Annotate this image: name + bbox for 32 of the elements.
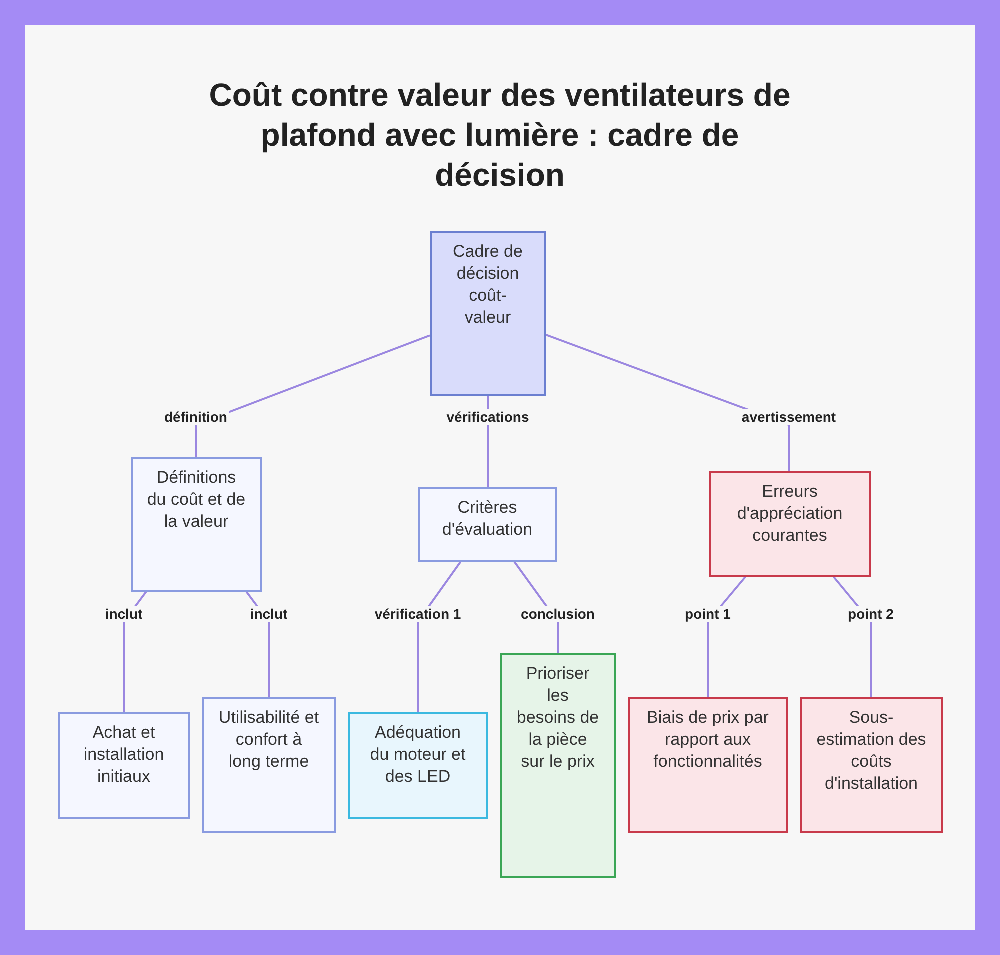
process-box	[628, 697, 788, 833]
edge-label: définition	[162, 409, 230, 425]
node-text: Biais de prix par rapport aux fonctionnalités	[646, 707, 770, 773]
process-box	[131, 457, 262, 592]
node-text: Sous-estimation des coûts d'installation	[816, 707, 927, 795]
process-box	[709, 471, 871, 577]
process-box	[348, 712, 488, 819]
edge-label: inclut	[103, 606, 145, 622]
edge-label: inclut	[248, 606, 290, 622]
process-box	[800, 697, 943, 833]
node-text: Cadre de décision coût-valeur	[452, 241, 524, 329]
node-text: Définitions du coût et de la valeur	[147, 467, 246, 533]
edge-label: vérifications	[444, 409, 532, 425]
node-text: Utilisabilité et confort à long terme	[218, 707, 320, 773]
edge-label: avertissement	[740, 409, 838, 425]
edge-label: conclusion	[519, 606, 597, 622]
node-text: Achat et installation initiaux	[82, 722, 166, 788]
edge-label: vérification 1	[372, 606, 464, 622]
process-box	[58, 712, 190, 819]
node-text: Erreurs d'appréciation courantes	[736, 481, 844, 547]
node-text: Prioriser les besoins de la pièce sur le prix	[516, 663, 600, 773]
node-text: Critères d'évaluation	[441, 497, 534, 541]
process-box	[430, 231, 546, 396]
connector-line	[417, 561, 462, 712]
node-text: Adéquation du moteur et des LED	[369, 722, 467, 788]
process-box	[202, 697, 336, 833]
edge-label: point 1	[683, 606, 733, 622]
connector-line	[195, 334, 430, 457]
process-box	[500, 653, 616, 878]
process-box	[418, 487, 557, 562]
edge-label: point 2	[846, 606, 896, 622]
diagram-title: Coût contre valeur des ventilateurs de plafond avec lumière : cadre de décision	[208, 76, 792, 195]
